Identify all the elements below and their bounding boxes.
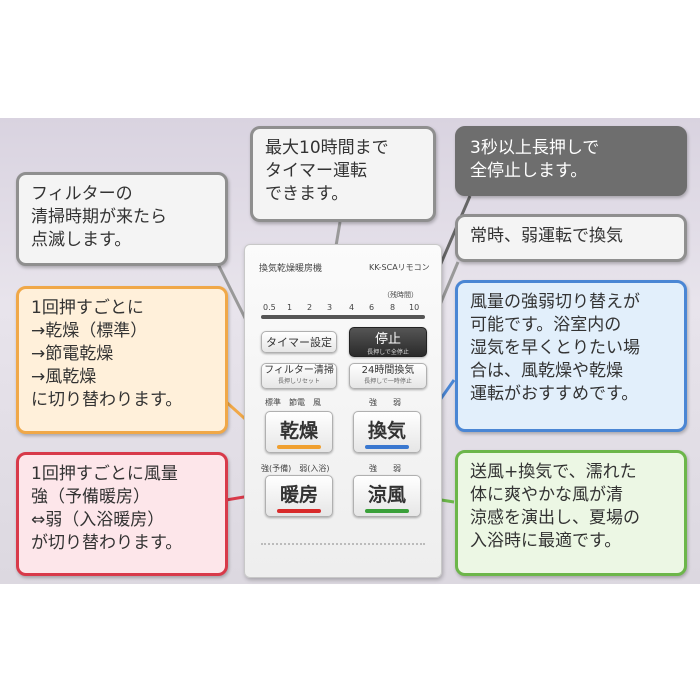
callout-line: 可能です。浴室内の [470,315,622,335]
bottom-dotted-line [261,543,425,545]
stop-button[interactable]: 停止 長押しで全停止 [349,327,427,357]
heat-mode-labels: 強(予備) 弱(入浴) [261,464,330,473]
callout-line: ⇔弱（入浴暖房） [31,510,165,530]
callout-line: →節電乾燥 [31,344,114,364]
timer-set-button[interactable]: タイマー設定 [261,331,337,353]
timer-unit: （残時間） [383,291,418,299]
callout-line: 全停止します。 [470,161,588,181]
filter-clean-button[interactable]: フィルター清掃 長押しリセット [261,363,337,389]
filter-clean-label: フィルター清掃 [264,365,334,376]
callout-vent24: 常時、弱運転で換気 [455,214,687,262]
callout-cool: 送風+換気で、濡れた 体に爽やかな風が清 涼感を演出し、夏場の 入浴時に最適です… [455,450,687,576]
callout-line: 常時、弱運転で換気 [470,226,623,246]
callout-line: 送風+換気で、濡れた [470,462,637,482]
callout-line: が切り替わります。 [31,533,183,553]
callout-line: 運転がおすすめです。 [470,384,639,404]
cool-button[interactable]: 涼風 [353,475,421,517]
timer-tick: 2 [307,303,313,312]
callout-heat: 1回押すごとに風量 強（予備暖房） ⇔弱（入浴暖房） が切り替わります。 [16,452,228,576]
timer-indicator-bar [261,315,425,319]
filter-clean-sublabel: 長押しリセット [277,378,320,385]
callout-filter: フィルターの 清掃時期が来たら 点滅します。 [16,172,228,266]
timer-tick: 6 [369,303,375,312]
dry-stripe [277,444,321,449]
heat-stripe [277,508,321,513]
callout-line: できます。 [265,184,349,204]
callout-line: 湿気を早くとりたい場 [470,338,640,358]
callout-line: →乾燥（標準） [31,321,148,341]
callout-line: 1回押すごとに [31,298,144,318]
dry-button[interactable]: 乾燥 [265,411,333,453]
callout-line: →風乾燥 [31,367,97,387]
vent24-button[interactable]: 24時間換気 長押しで一時停止 [349,363,427,389]
timer-tick: 1 [287,303,293,312]
callout-line: 入浴時に最適です。 [470,531,622,551]
callout-line: フィルターの [31,184,133,204]
callout-timer: 最大10時間まで タイマー運転 できます。 [250,126,436,222]
dry-mode-labels: 標準 節電 風 [265,398,321,407]
cool-stripe [365,508,409,513]
remote-model: KK-SCAリモコン [369,263,430,272]
callout-line: 涼感を演出し、夏場の [470,508,640,528]
stop-label: 停止 [374,332,401,347]
callout-line: 最大10時間まで [265,138,389,158]
heat-button[interactable]: 暖房 [265,475,333,517]
callout-line: 合は、風乾燥や乾燥 [470,361,623,381]
timer-tick: 10 [409,303,420,312]
timer-tick: 3 [327,303,333,312]
callout-stop: 3秒以上長押しで 全停止します。 [455,126,687,196]
vent24-label: 24時間換気 [361,365,415,376]
dry-label: 乾燥 [279,419,318,442]
callout-line: に切り替わります。 [31,390,183,410]
cool-label: 涼風 [367,483,406,506]
callout-line: 強（予備暖房） [31,487,150,507]
vent-mode-labels: 強 弱 [369,398,401,407]
timer-tick: 8 [390,303,396,312]
callout-line: 3秒以上長押しで [470,138,600,158]
callout-line: 1回押すごとに風量 [31,464,178,484]
timer-set-label: タイマー設定 [266,335,332,349]
vent-stripe [365,444,409,449]
heat-label: 暖房 [279,483,318,506]
vent24-sublabel: 長押しで一時停止 [364,378,412,385]
vent-label: 換気 [367,419,406,442]
vent-button[interactable]: 換気 [353,411,421,453]
callout-line: 点滅します。 [31,230,132,250]
callout-vent: 風量の強弱切り替えが 可能です。浴室内の 湿気を早くとりたい場 合は、風乾燥や乾… [455,280,687,432]
cool-mode-labels: 強 弱 [369,464,401,473]
remote-title: 換気乾燥暖房機 [259,264,323,274]
callout-line: 清掃時期が来たら [31,207,167,227]
callout-line: 風量の強弱切り替えが [470,292,640,312]
timer-tick: 4 [349,303,355,312]
callout-dry: 1回押すごとに →乾燥（標準） →節電乾燥 →風乾燥 に切り替わります。 [16,286,228,434]
stop-sublabel: 長押しで全停止 [367,349,409,356]
callout-line: タイマー運転 [265,161,367,181]
callout-line: 体に爽やかな風が清 [470,485,623,505]
remote-control: 換気乾燥暖房機 KK-SCAリモコン （残時間） 0.5 1 2 3 4 6 8… [244,244,442,578]
timer-tick: 0.5 [263,303,276,312]
